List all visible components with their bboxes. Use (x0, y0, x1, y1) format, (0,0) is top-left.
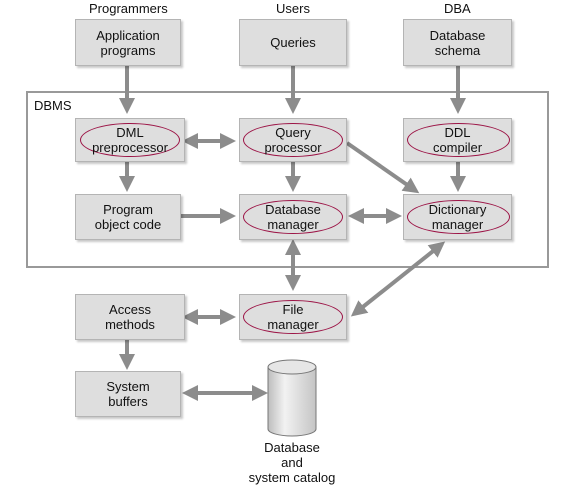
arrow-dictionary-file-manager-bidirectional (350, 241, 446, 317)
access-methods-box: Access methods (75, 294, 185, 340)
database-schema-box: Database schema (403, 19, 512, 66)
dml-preprocessor-box: DML preprocessor (75, 118, 185, 162)
group-label-dbms: DBMS (34, 98, 72, 113)
group-label-programmers: Programmers (89, 1, 168, 16)
database-catalog-label: Database and system catalog (248, 440, 336, 485)
dictionary-manager-box: Dictionary manager (403, 194, 512, 240)
ddl-compiler-box: DDL compiler (403, 118, 512, 162)
group-label-users: Users (276, 1, 310, 16)
arrow-query-to-dictionary (345, 141, 420, 194)
queries-box: Queries (239, 19, 347, 66)
group-label-dba: DBA (444, 1, 471, 16)
database-manager-box: Database manager (239, 194, 347, 240)
database-cylinder-icon (267, 359, 317, 437)
file-manager-box: File manager (239, 294, 347, 340)
query-processor-box: Query processor (239, 118, 347, 162)
system-buffers-box: System buffers (75, 371, 181, 417)
program-object-code-box: Program object code (75, 194, 181, 240)
application-programs-box: Application programs (75, 19, 181, 66)
